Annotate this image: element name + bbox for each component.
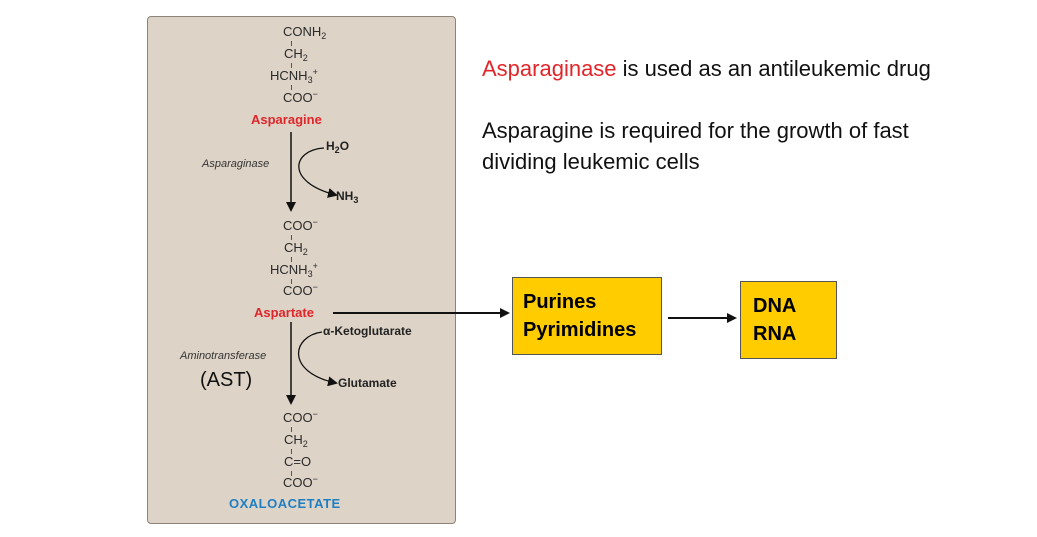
bond [291, 427, 292, 432]
pathway-panel [147, 16, 456, 524]
asparagine-label: Asparagine [251, 112, 322, 127]
aspartate-coo-top: COO− [283, 217, 318, 233]
bond [291, 235, 292, 240]
aspartate-hcnh3: HCNH3+ [270, 261, 318, 279]
asparagine-conh2: CONH2 [283, 24, 327, 42]
h2o-nh3-curve [298, 147, 338, 198]
bond [291, 85, 292, 90]
rna-label: RNA [753, 323, 797, 345]
aspartate-ch2: CH2 [284, 240, 308, 258]
oxalo-coo-bottom: COO− [283, 474, 318, 490]
asparagine-ch2: CH2 [284, 46, 308, 64]
asparagine-hcnh3: HCNH3+ [270, 67, 318, 85]
aspartate-label: Aspartate [254, 305, 314, 320]
h2o-label: H2O [326, 139, 350, 155]
growth-note-line1: Asparagine is required for the growth of… [482, 118, 909, 143]
pyrimidines-label: Pyrimidines [523, 319, 637, 341]
keto-glutamate-curve [297, 331, 338, 387]
asparaginase-enzyme: Asparaginase [202, 158, 270, 170]
antileukemic-note: Asparaginase is used as an antileukemic … [482, 56, 931, 81]
glutamate-label: Glutamate [338, 376, 397, 390]
aspartate-coo-bottom: COO− [283, 282, 318, 298]
oxalo-carbonyl: C=O [284, 454, 312, 469]
bond [291, 279, 292, 284]
ast-label: (AST) [200, 369, 253, 391]
bond [291, 63, 292, 68]
oxalo-ch2: CH2 [284, 432, 308, 450]
purines-label: Purines [523, 291, 597, 313]
growth-note-line2: dividing leukemic cells [482, 149, 700, 174]
asparaginase-highlight: Asparaginase [482, 56, 617, 81]
bond [291, 449, 292, 454]
aminotransferase-enzyme: Aminotransferase [180, 350, 267, 362]
bond [291, 257, 292, 262]
oxalo-coo-top: COO− [283, 409, 318, 425]
dna-label: DNA [753, 295, 797, 317]
ketoglutarate-label: α-Ketoglutarate [323, 324, 412, 338]
bond [291, 471, 292, 476]
nh3-label: NH3 [336, 189, 359, 205]
asparagine-coo: COO− [283, 89, 318, 105]
dna-rna-box: DNA RNA [740, 281, 837, 359]
oxaloacetate-label: OXALOACETATE [229, 496, 341, 511]
bond [291, 41, 292, 46]
purines-pyrimidines-box: Purines Pyrimidines [512, 277, 662, 355]
